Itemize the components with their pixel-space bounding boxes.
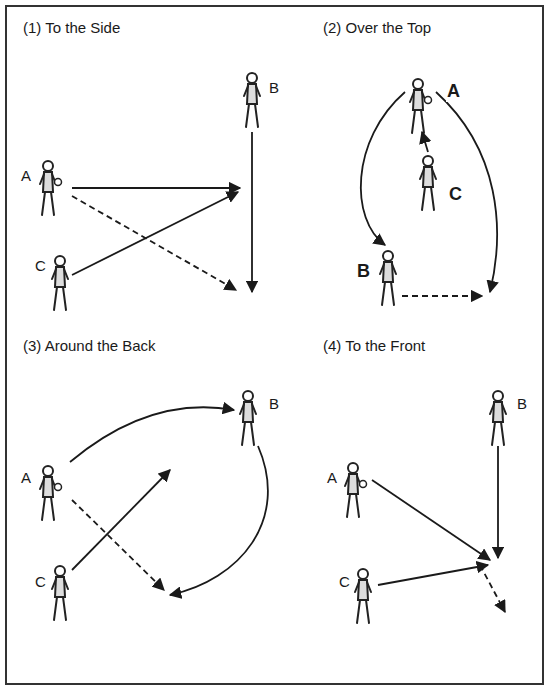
player-figure	[380, 251, 396, 305]
player-label: C	[338, 574, 351, 591]
player-figure	[244, 73, 260, 127]
run-arrow	[72, 470, 170, 570]
player-label: A	[20, 470, 32, 487]
panel-title: (2) Over the Top	[322, 20, 432, 37]
player-label: B	[268, 80, 280, 97]
run-arrow	[372, 480, 490, 560]
player-figure	[490, 391, 506, 445]
run-arrow	[72, 192, 238, 275]
run-arrow	[422, 132, 428, 152]
player-figure	[40, 161, 62, 215]
player-label: C	[34, 574, 47, 591]
run-arrow	[70, 407, 234, 462]
player-figure	[52, 256, 68, 310]
panel-title: (4) To the Front	[322, 338, 426, 355]
run-arrow	[436, 92, 497, 292]
player-figure	[52, 566, 68, 620]
pass-arrow	[72, 196, 236, 290]
run-arrow	[72, 187, 240, 189]
run-arrow	[251, 132, 253, 292]
player-figure	[420, 156, 436, 210]
pass-arrow	[480, 565, 505, 612]
player-label: B	[356, 262, 371, 282]
player-figure	[40, 466, 62, 520]
player-label: A	[446, 82, 461, 102]
player-label: B	[516, 396, 528, 413]
pass-arrow	[402, 295, 482, 297]
player-label: B	[268, 396, 280, 413]
player-figure	[345, 463, 367, 517]
pass-arrow	[72, 500, 164, 590]
frame	[6, 6, 543, 684]
panel-title: (3) Around the Back	[22, 338, 157, 355]
player-label: C	[34, 258, 47, 275]
player-figure	[240, 391, 256, 445]
player-figure	[355, 569, 371, 623]
player-label: C	[448, 185, 463, 205]
panel-title: (1) To the Side	[22, 20, 121, 37]
player-label: A	[326, 470, 338, 487]
player-figure	[410, 79, 432, 133]
player-label: A	[20, 168, 32, 185]
run-arrow	[378, 565, 488, 585]
run-arrow	[170, 446, 268, 595]
run-arrow	[497, 446, 499, 558]
run-arrow	[361, 92, 405, 245]
